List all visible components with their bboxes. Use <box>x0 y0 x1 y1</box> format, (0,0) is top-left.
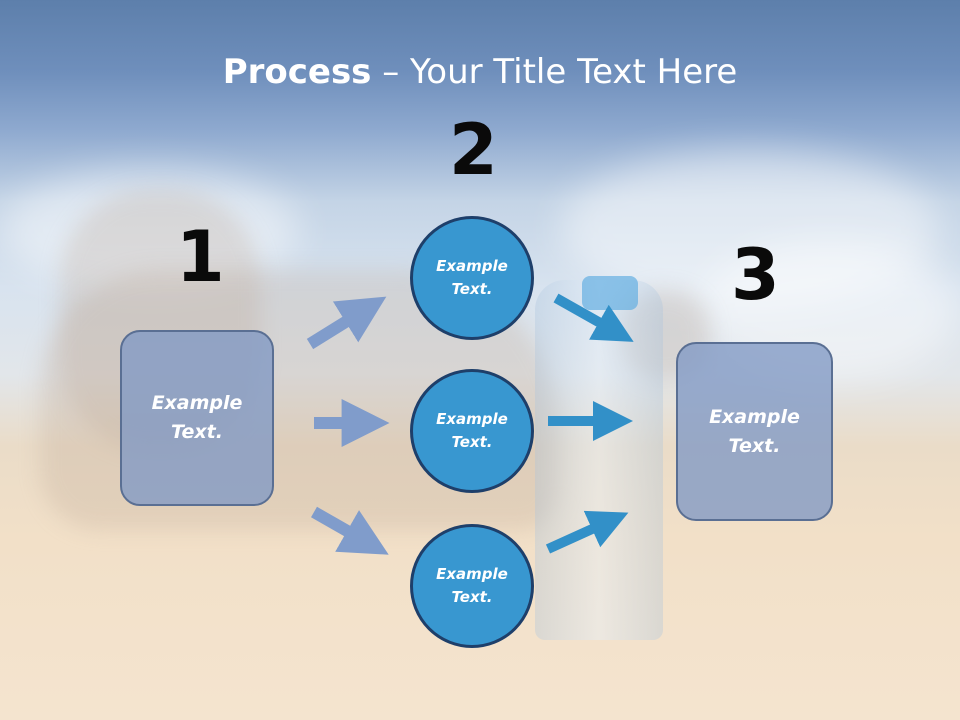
title-bold: Process <box>222 52 372 92</box>
arrow-1-to-2-bottom <box>311 506 389 555</box>
arrow-2-to-3-bottom <box>545 510 629 554</box>
bottle-cap-image <box>582 276 638 310</box>
step-2-circle-bottom: Example Text. <box>410 524 534 648</box>
slide-title: Process – Your Title Text Here <box>0 52 960 92</box>
step-2-circle-top: Example Text. <box>410 216 534 340</box>
arrow-2-to-3-top <box>553 293 634 342</box>
step-1-box: Example Text. <box>120 330 274 506</box>
step-1-number: 1 <box>176 216 225 298</box>
step-2-circle-middle: Example Text. <box>410 369 534 493</box>
title-rest: – Your Title Text Here <box>371 52 738 92</box>
arrow-1-to-2-top <box>306 296 387 350</box>
step-3-box: Example Text. <box>676 342 833 521</box>
step-2-number: 2 <box>449 109 498 191</box>
step-3-number: 3 <box>731 234 780 316</box>
